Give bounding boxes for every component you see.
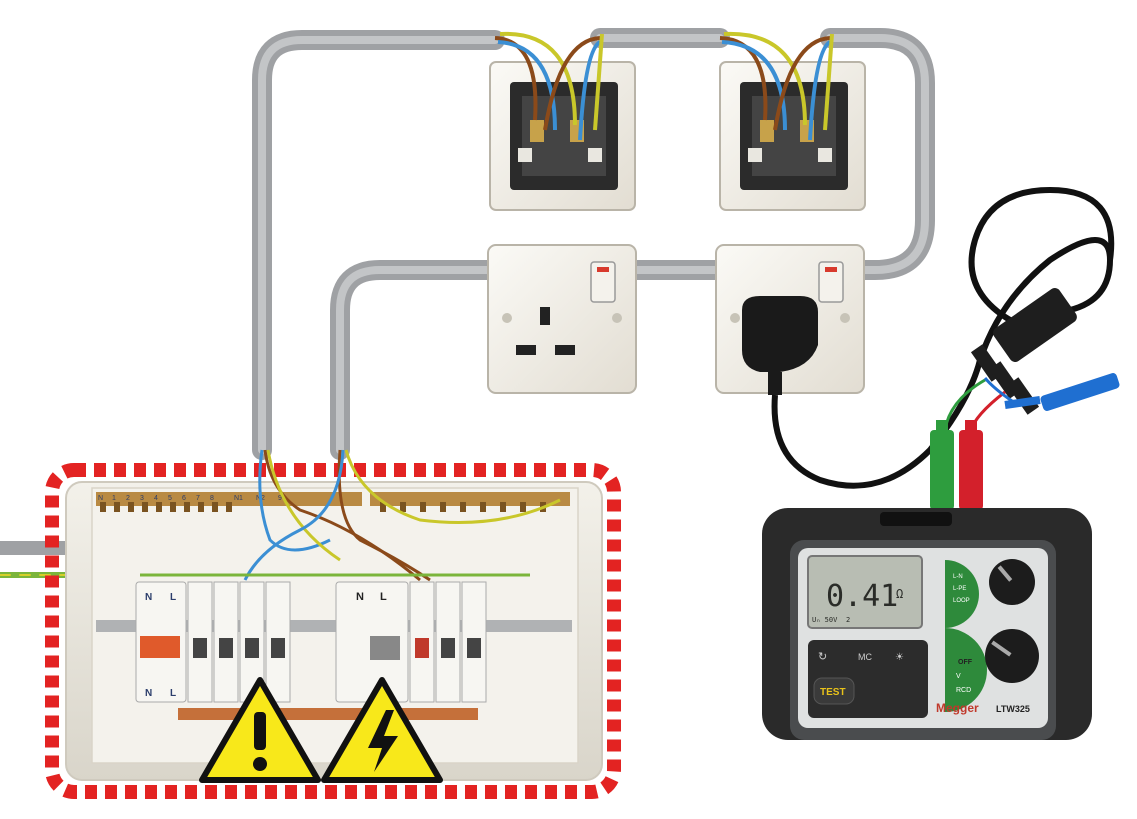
mcb-group-left bbox=[187, 581, 291, 703]
probe-green bbox=[930, 420, 954, 510]
busbar-label: 9 bbox=[278, 495, 282, 502]
lcd-subvalue: 2 bbox=[846, 616, 850, 624]
test-button-label: TEST bbox=[820, 687, 846, 698]
plug-top bbox=[742, 296, 818, 372]
busbar-label: 4 bbox=[154, 495, 158, 502]
dial-top-label: LOOP bbox=[953, 598, 970, 604]
rcd-left-n-label: N bbox=[145, 592, 152, 603]
probe-red bbox=[959, 420, 983, 510]
rcd-left-l-label: L bbox=[170, 592, 176, 603]
ring-cable-inner bbox=[330, 260, 500, 460]
function-dial-bottom[interactable] bbox=[985, 629, 1039, 683]
lcd-unit: Ω bbox=[896, 587, 903, 601]
rotate-icon[interactable]: ↻ bbox=[818, 651, 827, 663]
warning-high-voltage-icon bbox=[321, 677, 443, 783]
socket-outlet-left bbox=[487, 244, 637, 394]
rcd-right-n-label: N bbox=[356, 591, 364, 603]
busbar-label: 1 bbox=[112, 495, 116, 502]
dial-bottom-label: OFF bbox=[958, 659, 973, 666]
lcd-voltage: Uₙ 50V bbox=[812, 616, 838, 624]
internal-wiring bbox=[140, 449, 561, 582]
dial-top-label: L-N bbox=[953, 574, 963, 580]
rcd-left-bottom-n: N bbox=[145, 688, 152, 699]
busbar-label: 2 bbox=[126, 495, 130, 502]
consumer-unit: N 1 2 3 4 5 6 7 8 N1 N2 9 N L N L bbox=[45, 449, 621, 799]
test-lead-adaptor bbox=[970, 288, 1077, 415]
ring-cable-outer bbox=[252, 30, 505, 460]
range-dial-top[interactable] bbox=[989, 559, 1035, 605]
loop-impedance-tester: 0.41 Ω Uₙ 50V 2 L-N L-PE LOOP OFF V RCD … bbox=[762, 508, 1092, 740]
mcb-group-right bbox=[409, 581, 487, 703]
lamp-icon[interactable]: ☀ bbox=[895, 652, 904, 663]
warning-exclamation-icon bbox=[199, 677, 321, 783]
rcd-right-l-label: L bbox=[380, 591, 387, 603]
busbar-label: N bbox=[98, 495, 103, 502]
mc-button[interactable]: MC bbox=[858, 652, 872, 662]
busbar-label: 3 bbox=[140, 495, 144, 502]
rcd-left-bottom-l: L bbox=[170, 688, 176, 699]
brand-logo: Megger bbox=[936, 701, 979, 715]
busbar-label: 8 bbox=[210, 495, 214, 502]
lcd-value: 0.41 bbox=[826, 579, 898, 614]
lcd-display bbox=[807, 555, 923, 629]
dial-top-label: L-PE bbox=[953, 586, 966, 592]
dial-bottom-label: RCD bbox=[956, 687, 971, 694]
busbar-label: 5 bbox=[168, 495, 172, 502]
socket-outlet-right bbox=[715, 244, 865, 395]
fused-spur-left bbox=[489, 31, 636, 211]
busbar-label: 7 bbox=[196, 495, 200, 502]
busbar-label: N1 bbox=[234, 495, 243, 502]
model-label: LTW325 bbox=[996, 704, 1030, 714]
probe-blue bbox=[1004, 373, 1120, 411]
test-button[interactable] bbox=[813, 677, 855, 705]
busbar-label: 6 bbox=[182, 495, 186, 502]
fused-spur-right bbox=[719, 31, 866, 211]
danger-border bbox=[45, 463, 621, 799]
dial-bottom-label: V bbox=[956, 673, 961, 680]
copper-busbar-bottom bbox=[178, 708, 478, 720]
